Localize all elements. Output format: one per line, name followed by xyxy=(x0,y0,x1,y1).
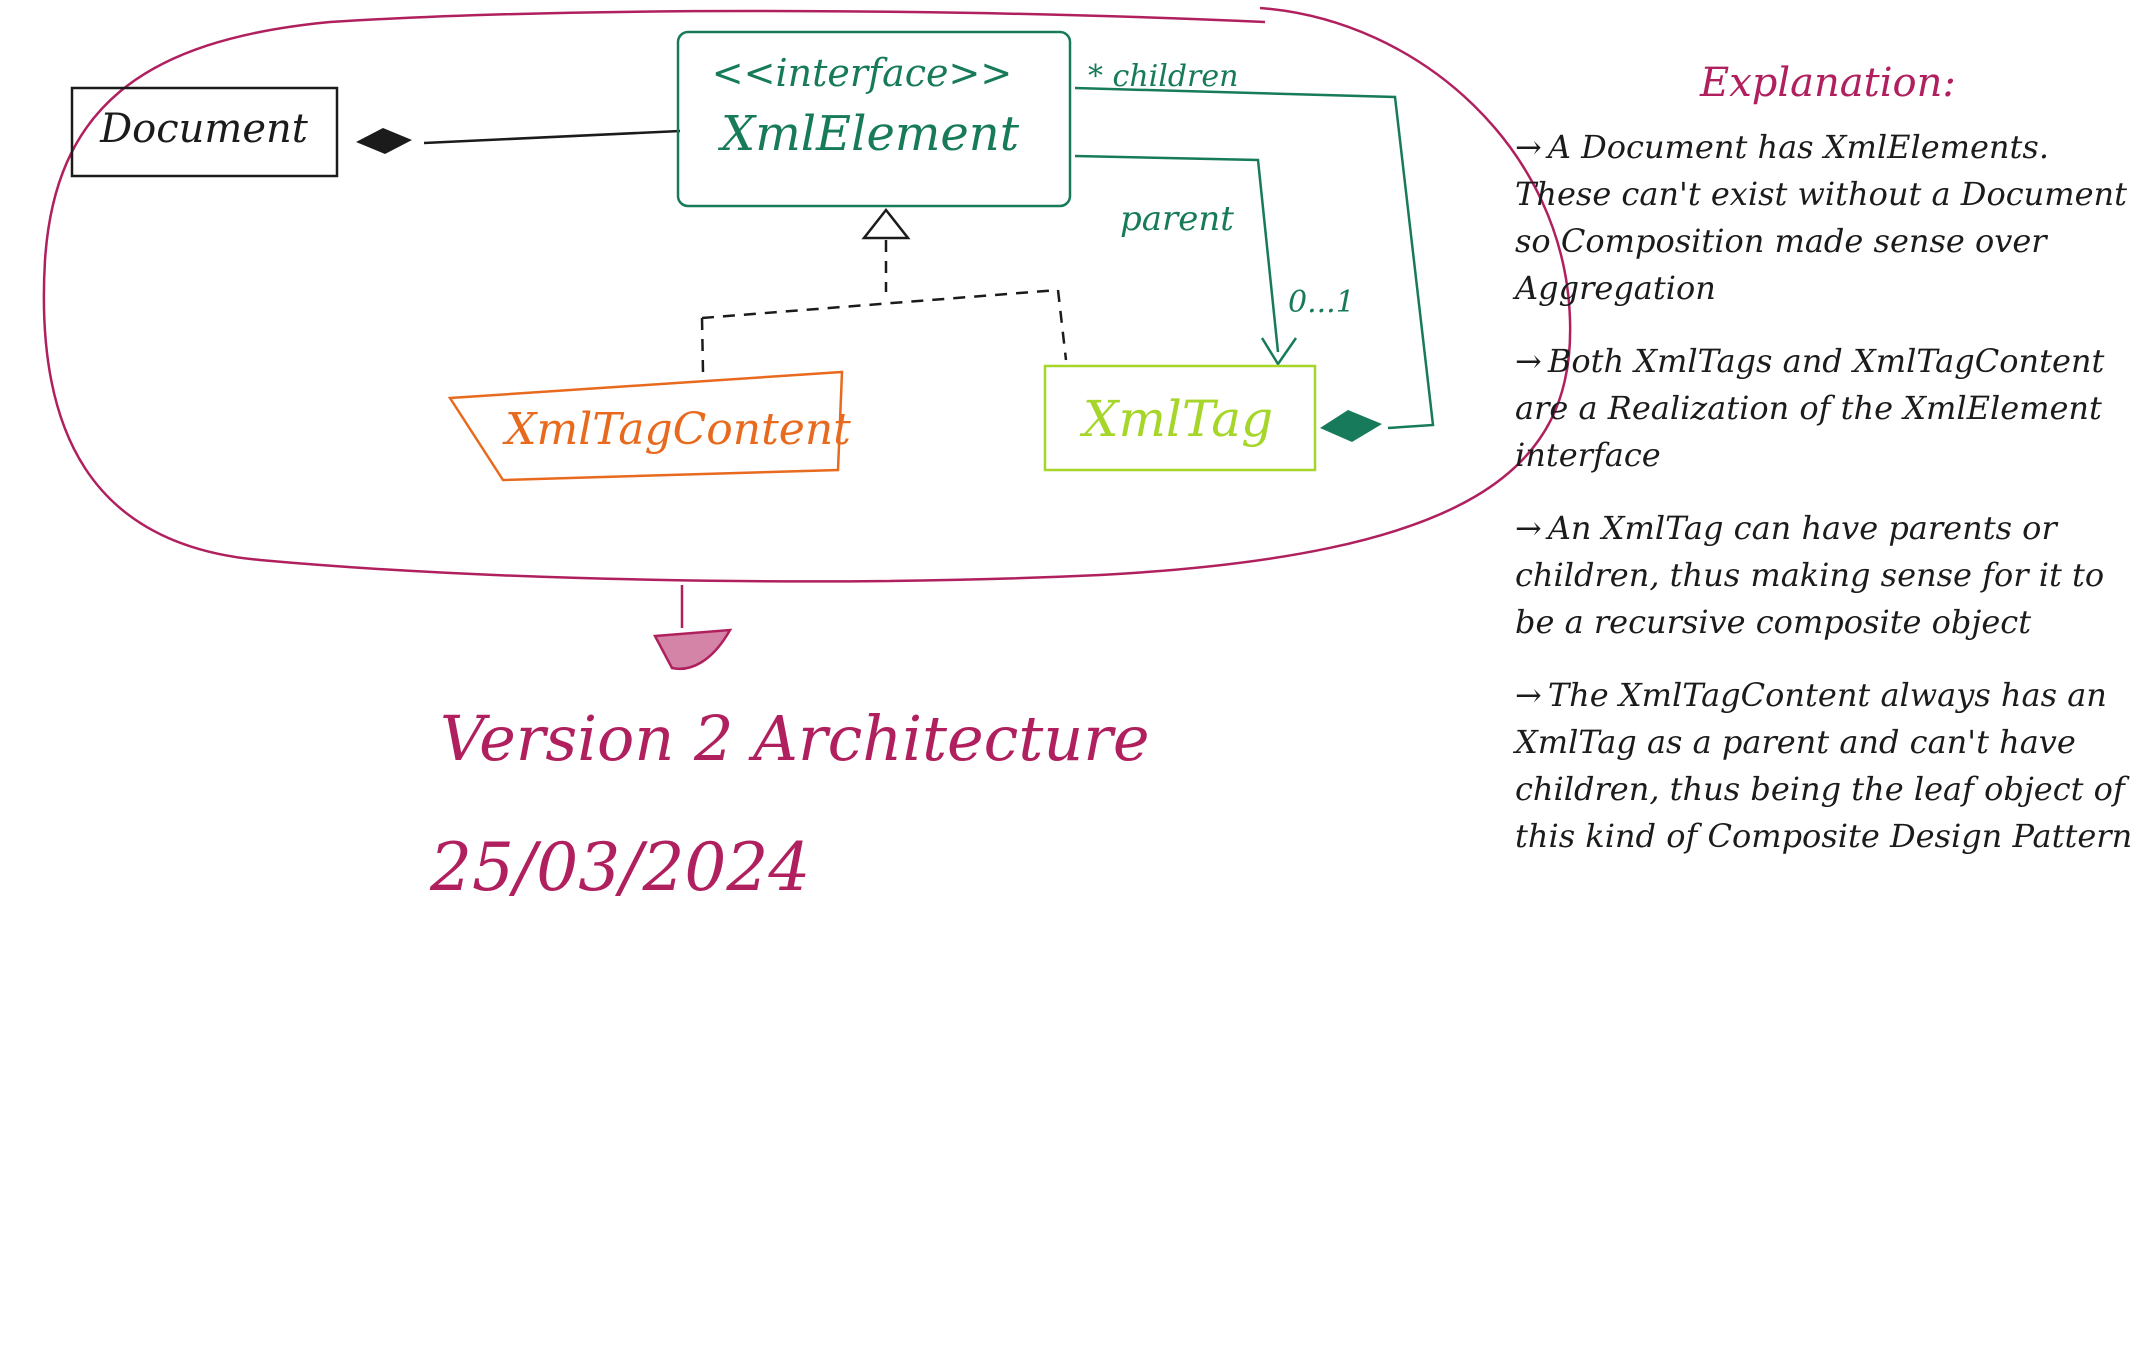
composition-diamond-document xyxy=(356,128,412,154)
xmlelement-box xyxy=(676,30,1072,208)
document-label: Document xyxy=(99,106,309,152)
composition-diamond-xmltag xyxy=(1320,410,1382,442)
realization-lines xyxy=(700,240,1068,373)
xmltagcontent-box xyxy=(447,370,844,482)
parent-arrowhead xyxy=(1260,337,1298,367)
explanation-text: Both XmlTags and XmlTagContent are a Rea… xyxy=(1515,342,2105,474)
explanation-title: Explanation: xyxy=(1700,60,1956,106)
explanation-text: A Document has XmlElements. These can't … xyxy=(1515,128,2127,307)
explanation-panel: Explanation: →A Document has XmlElements… xyxy=(1515,60,2135,886)
explanation-text: An XmlTag can have parents or children, … xyxy=(1515,509,2105,641)
document-box xyxy=(70,86,339,178)
composition-line-document xyxy=(423,129,681,145)
children-label: * children xyxy=(1088,59,1238,94)
arrow-icon: → xyxy=(1515,128,1542,166)
arrow-icon: → xyxy=(1515,676,1542,714)
explanation-item: →The XmlTagContent always has an XmlTag … xyxy=(1515,672,2135,860)
arrow-icon: → xyxy=(1515,342,1542,380)
explanation-item: →A Document has XmlElements. These can't… xyxy=(1515,124,2135,312)
interface-stereotype: <<interface>> xyxy=(712,51,1012,95)
arrow-icon: → xyxy=(1515,509,1542,547)
multiplicity-label: 0...1 xyxy=(1288,285,1355,320)
xmltagcontent-label: XmlTagContent xyxy=(502,404,851,455)
explanation-text: The XmlTagContent always has an XmlTag a… xyxy=(1515,676,2133,855)
xmltag-label: XmlTag xyxy=(1079,390,1273,448)
caption-title: Version 2 Architecture xyxy=(440,702,1150,775)
realization-triangle xyxy=(861,207,911,240)
parent-association xyxy=(1074,154,1280,353)
explanation-item: →An XmlTag can have parents or children,… xyxy=(1515,505,2135,646)
explanation-item: →Both XmlTags and XmlTagContent are a Re… xyxy=(1515,338,2135,479)
parent-label: parent xyxy=(1120,199,1234,239)
children-association xyxy=(1074,86,1435,430)
xmltag-box xyxy=(1043,364,1317,472)
enclosing-loop xyxy=(42,6,1572,583)
caption-arrowhead xyxy=(653,628,733,671)
interface-name: XmlElement xyxy=(717,106,1020,162)
caption-date: 25/03/2024 xyxy=(429,829,810,906)
